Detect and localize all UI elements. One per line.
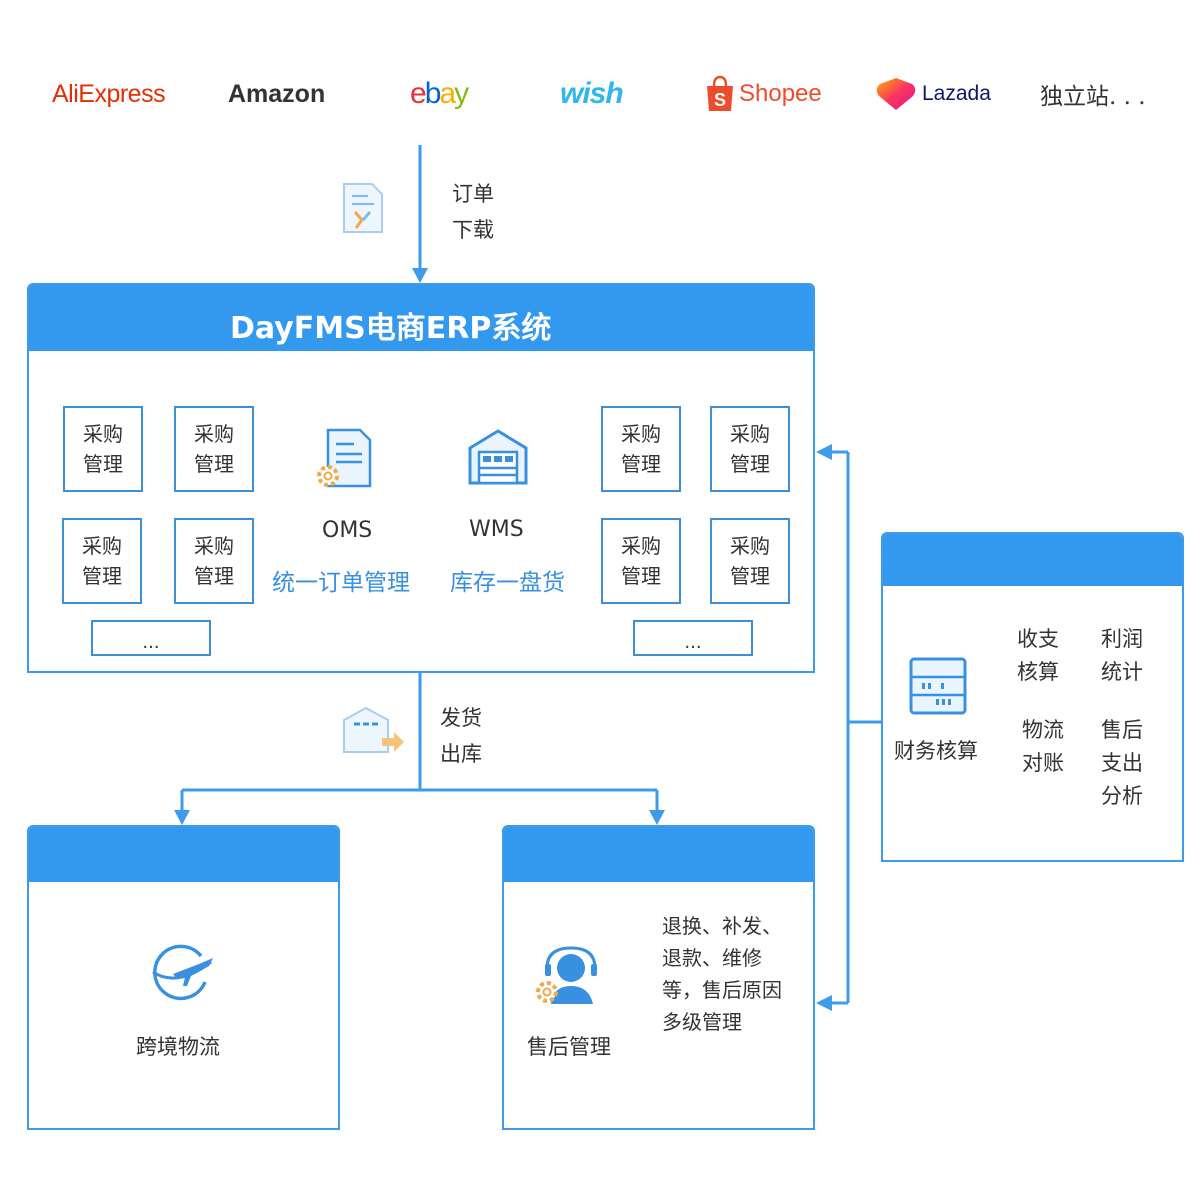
aftersales-box bbox=[502, 825, 815, 1130]
more-modules-left[interactable]: ... bbox=[91, 620, 211, 656]
erp-system-header bbox=[29, 285, 813, 351]
abacus-icon bbox=[909, 657, 967, 715]
amazon-logo: Amazon bbox=[228, 72, 325, 116]
finance-item-profit: 利润统计 bbox=[1101, 627, 1143, 684]
order-download-line2: 下载 bbox=[452, 218, 494, 242]
aliexpress-logo-text: AliExpress bbox=[52, 79, 166, 108]
logistics-header bbox=[29, 827, 338, 882]
module-purchase[interactable]: 采购管理 bbox=[174, 406, 254, 492]
module-purchase[interactable]: 采购管理 bbox=[174, 518, 254, 604]
aftersales-title: 售后管理 bbox=[527, 1035, 611, 1059]
erp-system-box bbox=[27, 283, 815, 673]
shopee-bag-icon: S bbox=[707, 75, 733, 111]
independent-site-text: 独立站. . . bbox=[1040, 84, 1146, 110]
lazada-logo-text: Lazada bbox=[922, 82, 991, 105]
erp-system-title: DayFMS电商ERP系统 bbox=[230, 311, 552, 346]
module-purchase[interactable]: 采购管理 bbox=[601, 518, 681, 604]
wms-name: WMS bbox=[469, 517, 524, 542]
wish-logo: wish bbox=[560, 72, 624, 116]
order-download-label: 订单 下载 bbox=[452, 176, 494, 248]
oms-description: 统一订单管理 bbox=[272, 570, 410, 596]
aftersales-description: 退换、补发、 退款、维修 等，售后原因 多级管理 bbox=[662, 914, 782, 1034]
lazada-logo: Lazada bbox=[876, 72, 991, 116]
lazada-heart-icon bbox=[876, 78, 916, 110]
wms-description: 库存一盘货 bbox=[450, 570, 565, 596]
wish-logo-text: wish bbox=[560, 77, 624, 110]
finance-item-income-expense: 收支核算 bbox=[1017, 627, 1059, 684]
airplane-globe-icon bbox=[152, 944, 213, 1001]
module-purchase[interactable]: 采购管理 bbox=[710, 406, 790, 492]
wms-warehouse-icon bbox=[468, 429, 528, 485]
order-download-line1: 订单 bbox=[452, 182, 494, 206]
ship-out-label: 发货 出库 bbox=[440, 700, 482, 772]
customer-service-icon bbox=[536, 946, 597, 1004]
logistics-title: 跨境物流 bbox=[136, 1035, 220, 1059]
amazon-logo-text: Amazon bbox=[228, 79, 326, 108]
more-modules-right[interactable]: ... bbox=[633, 620, 753, 656]
aliexpress-logo: AliExpress bbox=[52, 72, 166, 116]
svg-text:S: S bbox=[714, 90, 726, 110]
ship-out-line2: 出库 bbox=[440, 742, 482, 766]
finance-title: 财务核算 bbox=[894, 739, 978, 763]
shopee-logo: S Shopee bbox=[705, 72, 822, 116]
module-purchase[interactable]: 采购管理 bbox=[62, 518, 142, 604]
aftersales-header bbox=[504, 827, 813, 882]
module-purchase[interactable]: 采购管理 bbox=[710, 518, 790, 604]
shipping-warehouse-icon bbox=[343, 706, 404, 753]
module-purchase[interactable]: 采购管理 bbox=[63, 406, 143, 492]
module-purchase[interactable]: 采购管理 bbox=[601, 406, 681, 492]
order-document-icon bbox=[343, 183, 383, 233]
finance-item-logistics-reconcile: 物流对账 bbox=[1022, 718, 1064, 775]
finance-header bbox=[883, 534, 1182, 586]
independent-site-label: 独立站. . . bbox=[1040, 72, 1146, 116]
oms-document-gear-icon bbox=[317, 428, 372, 488]
oms-name: OMS bbox=[322, 518, 373, 543]
finance-item-aftersales-expense: 售后支出分析 bbox=[1101, 718, 1143, 808]
ship-out-line1: 发货 bbox=[440, 706, 482, 730]
shopee-logo-text: Shopee bbox=[739, 80, 822, 107]
